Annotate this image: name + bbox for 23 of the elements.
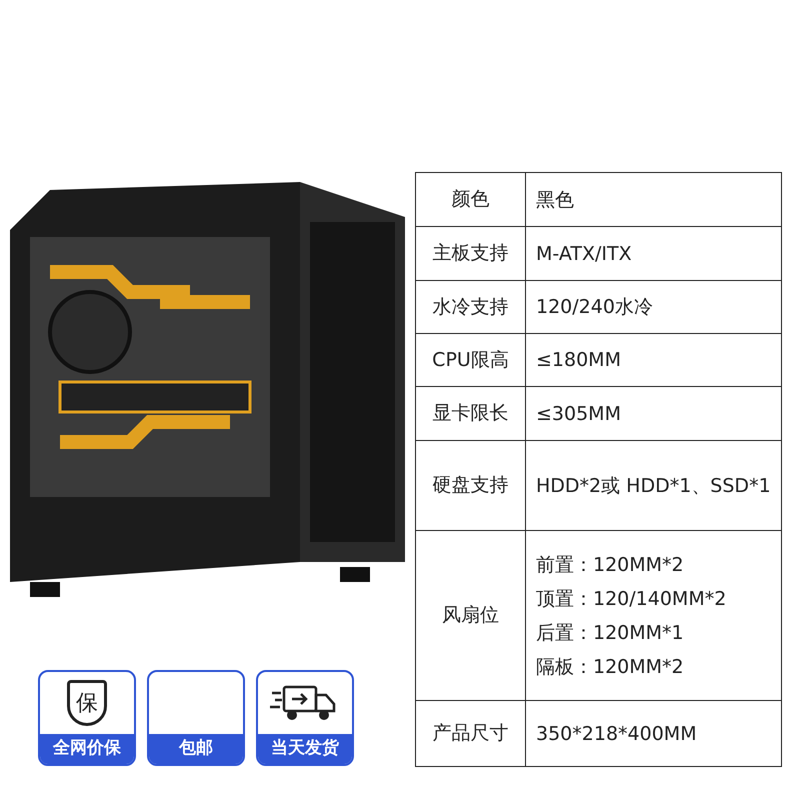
badge-label: 包邮 [149,734,243,764]
spec-name-cell: 水冷支持 [416,281,526,333]
badge-label: 当天发货 [258,734,352,764]
spec-value: HDD*2或 HDD*1、SSD*1 [536,474,772,498]
shield-icon: 保 [67,680,107,726]
spec-name-cell: 主板支持 [416,227,526,280]
spec-name-cell: 显卡限长 [416,387,526,440]
spec-value: 前置：120MM*2 [536,552,685,578]
spec-value: 黑色 [536,188,575,212]
spec-value: M-ATX/ITX [536,242,633,266]
spec-value: 隔板：120MM*2 [536,654,685,680]
spec-value: 350*218*400MM [536,722,698,746]
spec-name-cell: 产品尺寸 [416,701,526,766]
spec-name-cell: CPU限高 [416,334,526,386]
spec-value: ≤180MM [536,348,622,373]
spec-name-cell: 硬盘支持 [416,441,526,530]
spec-value: 顶置：120/140MM*2 [536,586,728,612]
spec-name-cell: 颜色 [416,173,526,226]
spec-value: 后置：120MM*1 [536,620,685,646]
spec-name-cell: 风扇位 [416,531,526,700]
spec-value: ≤305MM [536,402,622,426]
badge-label: 全网价保 [40,734,134,764]
spec-value: 120/240水冷 [536,295,654,320]
